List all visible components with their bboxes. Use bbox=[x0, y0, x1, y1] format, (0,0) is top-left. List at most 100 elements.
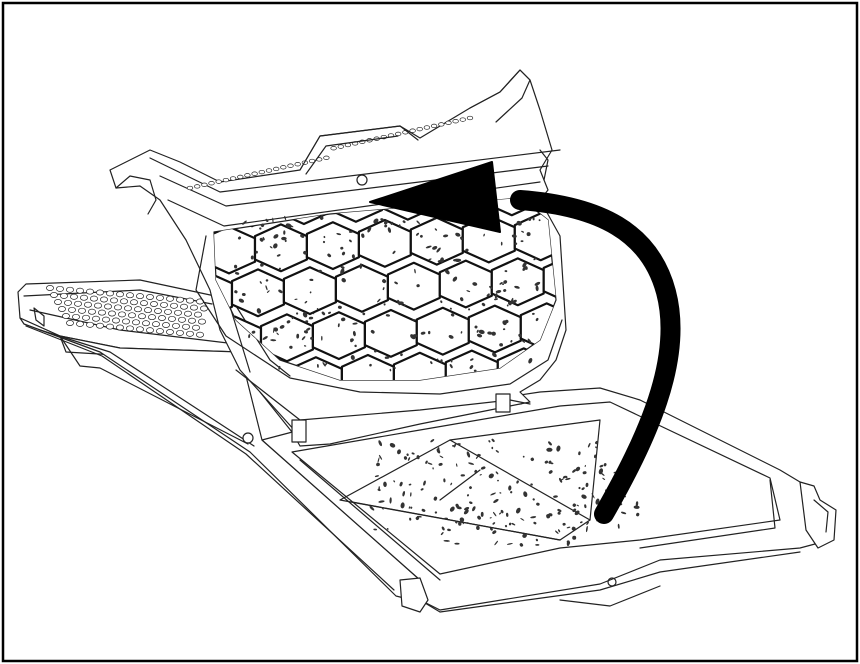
lint-speck bbox=[636, 512, 640, 517]
lint-speck bbox=[465, 317, 468, 320]
lint-speck bbox=[505, 512, 509, 517]
lint-speck bbox=[479, 474, 482, 476]
lint-speck bbox=[520, 240, 524, 243]
lint-speck bbox=[581, 487, 585, 491]
mesh-hole bbox=[148, 314, 156, 321]
lint-speck bbox=[270, 339, 277, 342]
lint-speck bbox=[460, 474, 465, 477]
lint-speck bbox=[478, 329, 485, 335]
lint-speck bbox=[508, 485, 512, 491]
lint-speck bbox=[415, 232, 420, 236]
lint-speck bbox=[386, 528, 389, 530]
lint-speck bbox=[281, 236, 287, 241]
lint-speck bbox=[514, 242, 518, 246]
lint-speck bbox=[323, 235, 326, 239]
lint-speck bbox=[407, 457, 411, 461]
lint-speck bbox=[259, 227, 262, 230]
mesh-hole bbox=[166, 329, 174, 335]
lint-speck bbox=[352, 322, 358, 325]
lint-speck bbox=[452, 276, 458, 282]
lint-speck bbox=[556, 445, 561, 452]
lint-speck bbox=[511, 299, 517, 305]
honeycomb-cell bbox=[363, 308, 418, 358]
lint-speck bbox=[576, 504, 580, 507]
mesh-hole bbox=[152, 321, 160, 328]
lint-speck bbox=[397, 301, 404, 306]
lint-speck bbox=[287, 224, 294, 228]
mesh-hole bbox=[156, 328, 164, 335]
lint-speck bbox=[488, 440, 491, 443]
lint-speck bbox=[399, 481, 403, 487]
lint-speck bbox=[278, 267, 281, 270]
honeycomb-cell bbox=[357, 218, 412, 268]
lint-speck bbox=[593, 454, 597, 459]
honeycomb-cell bbox=[409, 216, 464, 266]
grille-slot bbox=[466, 115, 474, 121]
lint-speck bbox=[350, 338, 354, 343]
mesh-hole bbox=[76, 320, 84, 327]
lint-speck bbox=[466, 290, 471, 293]
lint-speck bbox=[377, 298, 381, 303]
lint-speck bbox=[514, 285, 520, 289]
lint-speck bbox=[495, 450, 499, 453]
lint-speck bbox=[394, 281, 398, 285]
lint-speck bbox=[595, 498, 600, 505]
lint-speck bbox=[504, 524, 508, 528]
mesh-hole bbox=[82, 314, 90, 321]
lint-speck bbox=[533, 521, 537, 525]
lint-speck bbox=[265, 218, 269, 222]
mesh-hole bbox=[94, 302, 102, 309]
lint-speck bbox=[575, 466, 581, 472]
lint-speck bbox=[452, 444, 455, 447]
grille-slot bbox=[258, 169, 265, 175]
lint-speck bbox=[273, 243, 278, 249]
lint-speck bbox=[322, 240, 326, 244]
grille-slot bbox=[186, 185, 194, 191]
lint-speck bbox=[383, 303, 386, 306]
lint-speck bbox=[286, 320, 291, 324]
lint-speck bbox=[302, 311, 308, 318]
lint-speck bbox=[578, 486, 581, 490]
lint-speck bbox=[555, 530, 559, 534]
lint-speck bbox=[265, 279, 269, 282]
lint-speck bbox=[376, 462, 380, 467]
lint-speck bbox=[477, 453, 481, 457]
mesh-hole bbox=[178, 316, 186, 323]
mesh-hole bbox=[90, 295, 98, 302]
grille-slot bbox=[395, 131, 402, 137]
mesh-hole bbox=[98, 309, 106, 316]
grille-slot bbox=[445, 120, 452, 125]
lint-speck bbox=[535, 285, 539, 292]
grille-slot bbox=[265, 168, 273, 173]
lint-speck bbox=[361, 233, 365, 238]
lint-speck bbox=[548, 513, 553, 517]
grille-slot bbox=[459, 117, 466, 122]
lint-speck bbox=[250, 255, 254, 260]
mesh-hole bbox=[184, 310, 192, 317]
lint-speck bbox=[273, 234, 279, 239]
mesh-hole bbox=[182, 323, 190, 330]
lint-speck bbox=[535, 544, 540, 546]
mesh-hole bbox=[168, 315, 176, 322]
lint-speck bbox=[449, 307, 452, 310]
lint-speck bbox=[304, 300, 308, 304]
honeycomb-cell bbox=[386, 261, 441, 311]
mesh-hole bbox=[104, 303, 112, 310]
lint-speck bbox=[382, 287, 385, 291]
lint-speck bbox=[416, 515, 422, 518]
lint-speck bbox=[289, 345, 293, 349]
lint-speck bbox=[310, 336, 314, 340]
lint-speck bbox=[508, 522, 512, 526]
lint-speck bbox=[443, 234, 449, 238]
mesh-hole bbox=[62, 313, 70, 319]
mesh-hole bbox=[92, 315, 100, 322]
mesh-hole bbox=[126, 325, 134, 332]
lint-speck bbox=[324, 362, 328, 366]
lint-speck bbox=[278, 289, 283, 294]
lint-speck bbox=[582, 471, 587, 475]
lint-speck bbox=[566, 526, 571, 529]
lint-speck bbox=[378, 500, 385, 503]
lint-speck bbox=[389, 497, 392, 504]
lint-speck bbox=[474, 325, 478, 329]
